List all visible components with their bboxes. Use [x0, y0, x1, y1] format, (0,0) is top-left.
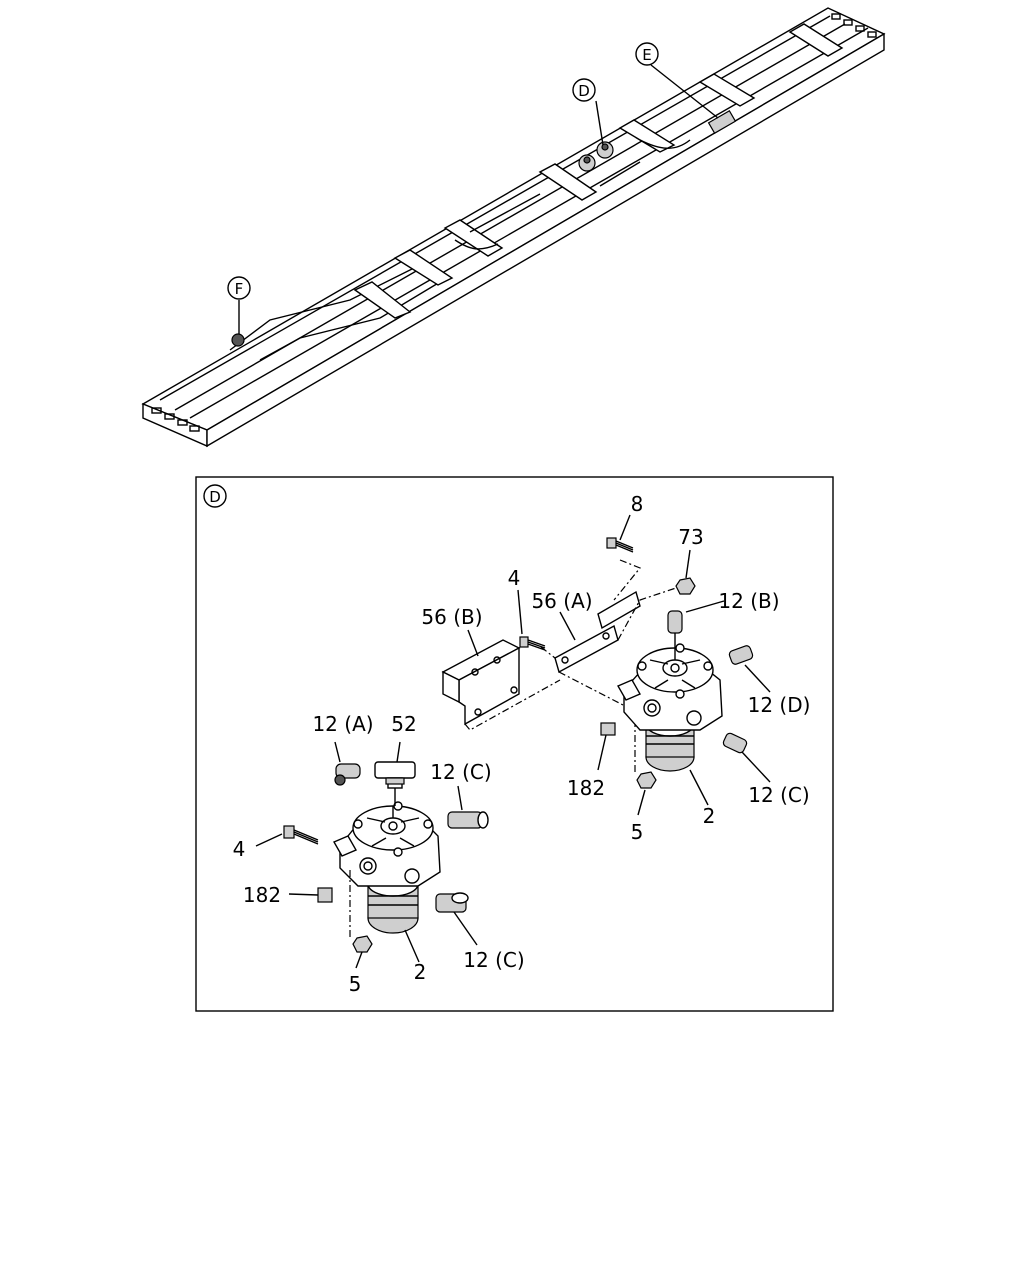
label-2-right: 2: [703, 804, 716, 828]
part-labels: 8 73 4 56 (A) 56 (B) 12 (B) 12 (D) 12 (C…: [233, 492, 811, 996]
plate-56a: [554, 624, 619, 674]
label-52: 52: [391, 712, 416, 736]
bolt-4-left: [283, 825, 319, 845]
label-12b: 12 (B): [718, 589, 779, 613]
label-12d: 12 (D): [748, 693, 811, 717]
callout-f: F: [227, 276, 251, 300]
fitting-12c-right: [722, 732, 748, 754]
bolt-8: [606, 537, 634, 553]
plug-182-right: [600, 722, 616, 736]
bolt-4-top: [519, 636, 546, 651]
label-12a: 12 (A): [312, 712, 373, 736]
nut-73: [675, 577, 696, 595]
callout-e: E: [635, 42, 659, 66]
label-12c-left-top: 12 (C): [430, 760, 491, 784]
detail-d-panel: D: [195, 476, 834, 1012]
label-12c-left-bottom: 12 (C): [463, 948, 524, 972]
detail-header-callout: D: [203, 484, 227, 508]
frame-valve-d: [578, 141, 614, 172]
plug-182-left: [317, 887, 333, 903]
label-4-top: 4: [508, 566, 521, 590]
label-56a: 56 (A): [531, 589, 592, 613]
label-56b: 56 (B): [421, 605, 482, 629]
svg-text:D: D: [209, 488, 221, 506]
fitting-12b: [667, 610, 683, 648]
svg-text:D: D: [578, 82, 590, 100]
label-182-left: 182: [243, 883, 281, 907]
fitting-12d: [728, 645, 754, 665]
fitting-12c-left-bottom: [435, 892, 469, 913]
label-12c-right: 12 (C): [748, 783, 809, 807]
label-5-right: 5: [631, 820, 644, 844]
label-2-left: 2: [414, 960, 427, 984]
chassis-frame: D E F: [141, 7, 886, 448]
label-182-right: 182: [567, 776, 605, 800]
callout-d: D: [572, 78, 596, 102]
fitting-12c-left-top: [447, 811, 489, 829]
valve-2-right: [617, 643, 723, 772]
label-8: 8: [631, 492, 644, 516]
frame-part-e: [707, 109, 737, 135]
label-5-left: 5: [349, 972, 362, 996]
label-4-left: 4: [233, 837, 246, 861]
tee-fitting-52: [374, 761, 416, 806]
bracket-56b: [441, 639, 521, 726]
nut-5-left: [352, 935, 373, 953]
svg-text:F: F: [235, 280, 244, 298]
frame-part-f: [231, 333, 245, 347]
valve-2-left: [333, 801, 441, 934]
leader-lines: [255, 514, 771, 969]
svg-text:E: E: [642, 46, 651, 64]
nut-5-right: [636, 771, 657, 789]
fitting-12a: [334, 763, 361, 786]
label-73: 73: [678, 525, 703, 549]
